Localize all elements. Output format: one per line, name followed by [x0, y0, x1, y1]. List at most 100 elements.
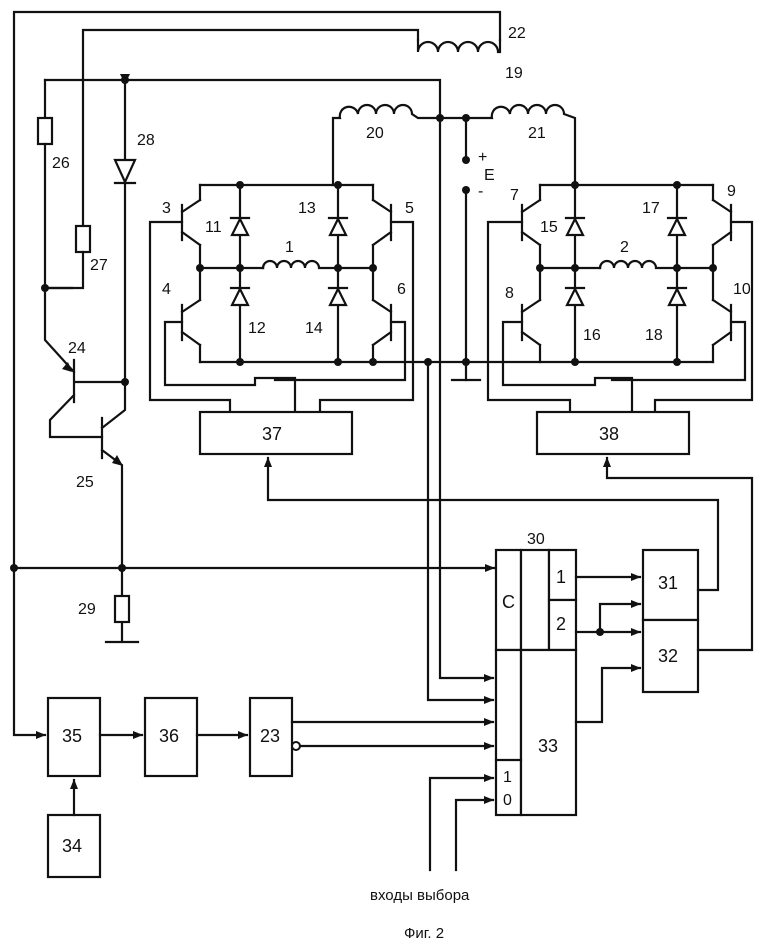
diode-28 — [113, 158, 137, 185]
label-24: 24 — [68, 340, 86, 357]
label-17: 17 — [642, 200, 660, 217]
label-38: 38 — [599, 424, 619, 444]
label-27: 27 — [90, 257, 108, 274]
wire-b6 — [273, 320, 407, 382]
transistor-7 — [520, 198, 542, 247]
label-6: 6 — [397, 281, 406, 298]
label-8: 8 — [505, 285, 514, 302]
wire-q2-31 — [598, 600, 642, 634]
wire-b7 — [486, 220, 572, 414]
block-33 — [519, 648, 578, 817]
bridge2-vertical — [538, 183, 715, 364]
inductor-22 — [416, 38, 502, 54]
figure-caption: Фиг. 2 — [404, 925, 444, 942]
block-36 — [143, 696, 199, 778]
label-1: 1 — [285, 239, 294, 256]
label-13: 13 — [298, 200, 316, 217]
label-plus: + — [478, 149, 487, 166]
label-14: 14 — [305, 320, 323, 337]
label-16: 16 — [583, 327, 601, 344]
label-5: 5 — [405, 200, 414, 217]
label-21: 21 — [528, 125, 546, 142]
transistor-10 — [711, 298, 733, 347]
diode-16 — [565, 286, 585, 307]
label-33-in0: 0 — [503, 792, 512, 809]
wire-27-down — [43, 250, 85, 290]
label-10: 10 — [733, 281, 751, 298]
wire-32-38 — [603, 456, 754, 652]
diode-13 — [328, 216, 348, 237]
inductor-2 — [598, 259, 715, 270]
wire-y80 — [43, 78, 442, 120]
wire-select-0 — [454, 796, 495, 872]
bridge2-left-leg — [538, 183, 602, 270]
transistor-24 — [43, 286, 127, 439]
label-26: 26 — [52, 155, 70, 172]
label-4: 4 — [162, 281, 171, 298]
inductor-21 — [464, 103, 577, 187]
label-35: 35 — [62, 726, 82, 746]
diode-18 — [667, 286, 687, 307]
label-31: 31 — [658, 573, 678, 593]
label-7: 7 — [510, 187, 519, 204]
label-3: 3 — [162, 200, 171, 217]
label-30-q2: 2 — [556, 614, 566, 634]
block-32 — [641, 618, 700, 694]
label-20: 20 — [366, 125, 384, 142]
wire-b8 — [501, 320, 634, 414]
transistor-5 — [371, 198, 393, 247]
transistor-25 — [100, 380, 127, 570]
wire-fb1 — [426, 360, 495, 704]
transistor-8 — [520, 298, 542, 347]
label-33-in1: 1 — [503, 769, 512, 786]
labels: 22 19 20 21 1 2 + E - 3 4 5 6 7 8 9 10 2… — [52, 25, 751, 942]
inductor-20 — [331, 103, 468, 187]
label-25: 25 — [76, 474, 94, 491]
wire-select-1 — [428, 774, 495, 872]
block-37 — [198, 410, 354, 456]
resistor-26 — [36, 116, 54, 146]
block-23 — [248, 696, 294, 778]
block-33-in — [494, 648, 523, 817]
diode-17 — [667, 216, 687, 237]
label-30: 30 — [527, 531, 545, 548]
block-30-c — [494, 548, 523, 652]
label-11: 11 — [205, 219, 222, 236]
inverter-bubble — [291, 741, 301, 751]
label-minus: - — [478, 183, 483, 200]
select-inputs-label: входы выбора — [370, 887, 470, 904]
label-9: 9 — [727, 183, 736, 200]
wire-top-inner — [81, 28, 420, 228]
wire-to-35 — [12, 566, 47, 739]
resistor-27 — [74, 224, 92, 254]
wire-33-32 — [574, 664, 642, 724]
label-23: 23 — [260, 726, 280, 746]
transistor-9 — [711, 198, 733, 247]
label-34: 34 — [62, 836, 82, 856]
bridge1-vertical — [198, 183, 375, 364]
label-30-C: C — [502, 592, 515, 612]
block-35 — [46, 696, 102, 778]
transistor-6 — [371, 298, 393, 347]
transistor-3 — [180, 198, 202, 247]
label-32: 32 — [658, 646, 678, 666]
transistor-4 — [180, 298, 202, 347]
wire-b9 — [653, 220, 754, 414]
label-33: 33 — [538, 736, 558, 756]
diode-14 — [328, 286, 348, 307]
block-30-q1 — [547, 548, 578, 602]
diode-11 — [230, 216, 250, 237]
wire-31-37 — [264, 456, 720, 592]
label-2: 2 — [620, 239, 629, 256]
block-30-mid — [519, 548, 551, 652]
label-37: 37 — [262, 424, 282, 444]
label-12: 12 — [248, 320, 266, 337]
label-28: 28 — [137, 132, 155, 149]
wire-fb2 — [438, 116, 495, 682]
supply-plus-terminal — [462, 156, 470, 164]
label-18: 18 — [645, 327, 663, 344]
label-29: 29 — [78, 601, 96, 618]
wire-top-outer — [12, 10, 502, 570]
label-22: 22 — [508, 25, 526, 42]
